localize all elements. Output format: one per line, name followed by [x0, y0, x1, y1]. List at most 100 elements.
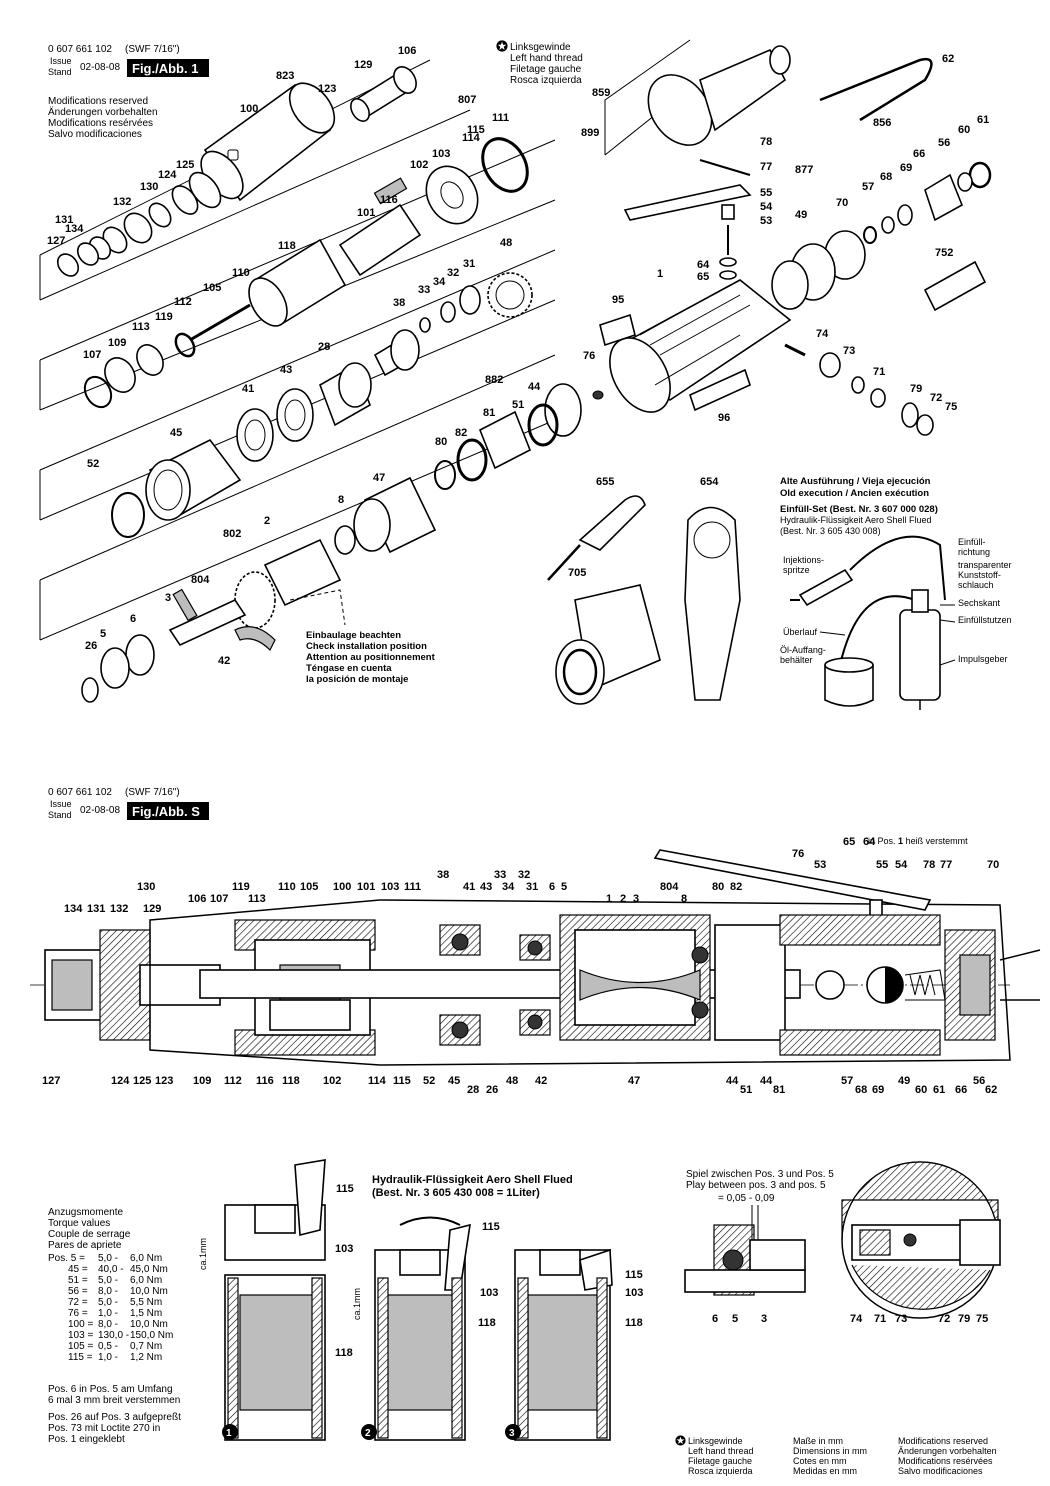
- exploded-view: [39, 59, 582, 703]
- section-callout: 47: [628, 1075, 640, 1087]
- hose-part: [849, 535, 946, 601]
- part-callout: 106: [398, 45, 416, 57]
- section-callout: 804: [660, 881, 679, 893]
- part-callout: 654: [700, 476, 719, 488]
- boot-part: [647, 45, 791, 146]
- note-line: Attention au positionnement: [306, 652, 436, 663]
- ca-label: ca.1mm: [198, 1238, 208, 1270]
- part-callout: 65: [697, 271, 709, 283]
- note-line: Pos. 6 in Pos. 5 am Umfang: [48, 1384, 173, 1395]
- part-callout: 804: [191, 574, 210, 586]
- section-callout: 57: [841, 1075, 853, 1087]
- step-number: 3: [509, 1428, 515, 1439]
- section-callout: 110: [278, 881, 296, 893]
- install-note: Einbaulage beachten Check installation p…: [306, 630, 436, 685]
- part-callout: 116: [380, 194, 398, 206]
- part-callout: 111: [492, 112, 509, 124]
- hook-part: [819, 57, 933, 122]
- issue-label: Issue: [50, 799, 72, 809]
- section-callout: 116: [256, 1075, 274, 1087]
- housing-part: [200, 82, 336, 202]
- part-callout: 119: [155, 311, 173, 323]
- side-handle-part: [555, 584, 661, 705]
- cover-part: [425, 165, 479, 225]
- part-callout: 118: [278, 240, 296, 252]
- torque-title: Pares de apriete: [48, 1240, 122, 1251]
- fill-set: Einfüll-Set (Best. Nr. 3 607 000 028): [780, 504, 938, 515]
- section-callout: 68: [855, 1084, 867, 1096]
- torque-pos: 72 =: [68, 1297, 88, 1308]
- note-line: Pos. 1 eingeklebt: [48, 1434, 125, 1445]
- play-text: Play between pos. 3 and pos. 5: [686, 1180, 826, 1191]
- part-label: 115: [625, 1269, 643, 1281]
- torque-pos: 45 =: [68, 1264, 88, 1275]
- note-line: la posición de montaje: [306, 674, 408, 685]
- mod-line: Modifications reserved: [48, 96, 148, 107]
- part-callout: 1: [657, 268, 663, 280]
- screwdriver-part: [578, 495, 646, 551]
- torque-min: 5,0 -: [98, 1297, 118, 1308]
- cross-section: in Pos. 1 heiß verstemmt: [30, 836, 1041, 1066]
- section-callout: 114: [368, 1075, 387, 1087]
- section-callout: 33: [494, 869, 506, 881]
- section-callout: 111: [404, 881, 421, 893]
- part-callout: 26: [85, 640, 97, 652]
- part-callout: 131: [55, 214, 73, 226]
- strip-outline: [39, 354, 556, 641]
- section-callout: 34: [502, 881, 515, 893]
- torque-table: Anzugsmomente Torque values Couple de se…: [48, 1207, 181, 1445]
- part-callout: 76: [583, 350, 595, 362]
- part-callout: 102: [410, 159, 428, 171]
- part-callout: 42: [218, 655, 230, 667]
- part-callout: 8: [338, 494, 344, 506]
- torque-max: 10,0 Nm: [130, 1319, 168, 1330]
- callout-text: Sechskant: [958, 598, 1001, 608]
- legend-line: Rosca izquierda: [688, 1466, 753, 1476]
- step-badge: [505, 1424, 521, 1440]
- section-callout: 28: [467, 1084, 479, 1096]
- part-callout: 52: [87, 458, 99, 470]
- note-line: Pos. 73 mit Loctite 270 in: [48, 1423, 160, 1434]
- part-callout: 43: [280, 364, 292, 376]
- part-callout: 113: [132, 321, 150, 333]
- torque-pos: Pos. 5 =: [48, 1253, 85, 1264]
- part-callout: 41: [242, 383, 254, 395]
- note-line: Check installation position: [306, 641, 427, 652]
- part-callout: 3: [165, 592, 171, 604]
- top-header: 0 607 661 102 (SWF 7/16") Issue Stand 02…: [48, 40, 583, 140]
- torque-min: 0,5 -: [98, 1341, 118, 1352]
- fill-step-2: ca.1mm: [352, 1216, 471, 1441]
- torque-pos: 103 =: [68, 1330, 93, 1341]
- stand-label: Stand: [48, 67, 72, 77]
- part-callout: 5: [100, 628, 106, 640]
- section-callout: 44: [760, 1075, 773, 1087]
- part-callout: 72: [930, 392, 942, 404]
- part-callout: 78: [760, 136, 772, 148]
- part-callout: 71: [873, 366, 885, 378]
- legend-line: Filetage gauche: [688, 1456, 752, 1466]
- part-callout: 101: [357, 207, 375, 219]
- left-hand-thread-notice: Linksgewinde Left hand thread Filetage g…: [496, 40, 583, 86]
- vane-part: [373, 177, 408, 205]
- legend-line: Left hand thread: [688, 1446, 754, 1456]
- callout-text: Impulsgeber: [958, 654, 1008, 664]
- part-callout: 47: [373, 472, 385, 484]
- part-callout: 79: [910, 383, 922, 395]
- torque-min: 8,0 -: [98, 1286, 118, 1297]
- torque-min: 40,0 -: [98, 1264, 124, 1275]
- part-label: 115: [336, 1183, 354, 1195]
- part-callout: 64: [697, 259, 710, 271]
- fill-step-3: [514, 1248, 613, 1441]
- part-callout: 823: [276, 70, 294, 82]
- old-title: Alte Ausführung / Vieja ejecución: [780, 476, 931, 487]
- section-callout: 65: [843, 836, 855, 848]
- part-callout: 60: [958, 124, 970, 136]
- part-callout: 44: [528, 381, 541, 393]
- modifications-notice: Modifications reserved Änderungen vorbeh…: [48, 96, 158, 140]
- part-number: 0 607 661 102: [48, 787, 112, 798]
- part-label: 103: [335, 1243, 353, 1255]
